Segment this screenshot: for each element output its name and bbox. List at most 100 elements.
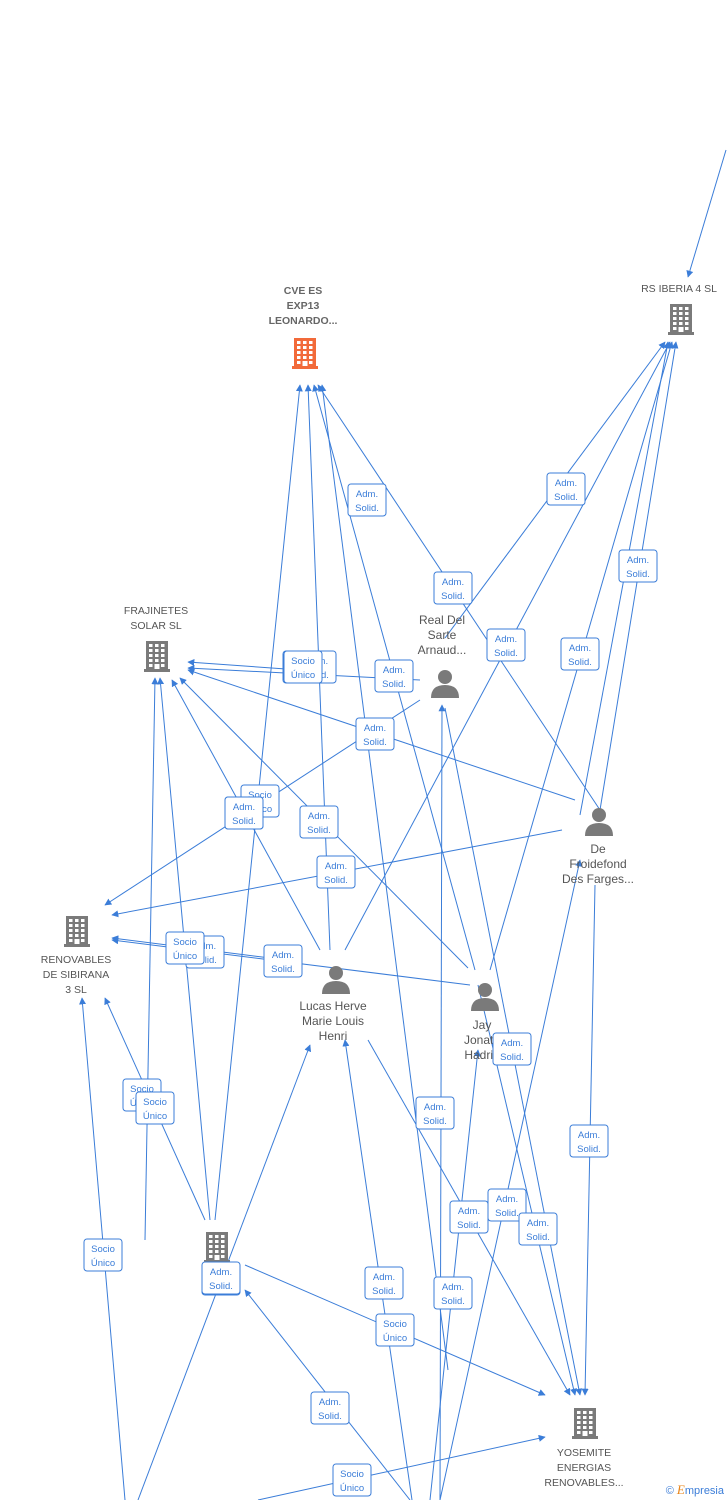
badge-label: Adm. [308,811,330,822]
node-cve-leonardo[interactable]: CVE ES EXP13LEONARDO... [269,285,338,369]
badge-label: Solid. [526,1232,550,1243]
node-label: Des Farges... [562,872,634,886]
relation-badge[interactable]: Adm. Solid. [433,571,473,605]
relation-badge[interactable]: Adm.Solid. [433,1276,473,1310]
badge-label: Adm. [383,665,405,676]
relation-badge[interactable]: Adm. Solid. [374,659,414,693]
relation-badge[interactable]: Adm.Solid. [487,1188,527,1222]
relation-badge[interactable]: Adm. Solid. [299,805,339,839]
node-label: YOSEMITE [557,1447,611,1459]
node-yosemite[interactable]: YOSEMITEENERGIASRENOVABLES... [544,1408,624,1489]
node-rs-iberia[interactable]: RS IBERIA 4 SL [641,283,717,335]
node-label: CVE ES [284,285,323,297]
badge-label: Solid. [554,492,578,503]
relation-badge[interactable]: Adm.Solid. [618,549,658,583]
relation-badge[interactable]: Adm. Solid. [355,717,395,751]
badge-label: Solid. [423,1116,447,1127]
badge-label: Adm. [325,861,347,872]
badge-label: Adm. [373,1272,395,1283]
badge-label: Solid. [363,737,387,748]
badge-label: Adm. [555,478,577,489]
relation-badge[interactable]: Adm.Solid. [518,1212,558,1246]
badge-label: Adm. [458,1206,480,1217]
badge-label: Adm. [233,802,255,813]
node-label: De [590,842,606,856]
badge-label: Adm. [424,1102,446,1113]
relation-badge[interactable]: Adm. Solid. [415,1096,455,1130]
badge-label: Único [143,1111,167,1122]
node-label: Jonath [464,1033,500,1047]
relation-badge[interactable]: Adm. Solid. [449,1200,489,1234]
badge-label: Adm. [569,643,591,654]
relation-badge[interactable]: Adm.Solid. [310,1391,350,1425]
building-icon [292,338,318,369]
badge-label: Solid. [441,591,465,602]
building-icon [204,1232,230,1263]
badge-label: Solid. [209,1281,233,1292]
badge-label: Socio [143,1097,167,1108]
relation-edge [439,859,583,1500]
badge-label: Solid. [500,1052,524,1063]
badge-label: Solid. [495,1208,519,1219]
badge-label: Único [383,1333,407,1344]
node-label: Froidefond [569,857,626,871]
person-icon [431,670,459,698]
badge-label: Solid. [324,875,348,886]
badge-label: Adm. [442,577,464,588]
badge-label: Socio [91,1244,115,1255]
badge-label: Adm. [364,723,386,734]
node-label: Marie Louis [302,1014,364,1028]
badge-label: Solid. [372,1286,396,1297]
node-real-del-sarte[interactable]: Real DelSarteArnaud... [418,613,467,698]
badge-label: Socio [383,1319,407,1330]
relation-edge [686,149,727,278]
badge-label: Adm. [210,1267,232,1278]
node-label: 3 SL [65,984,87,996]
relation-badge[interactable]: Adm.Solid. [347,483,387,517]
relation-edge [257,1434,546,1500]
badge-label: Solid. [382,679,406,690]
badge-label: Solid. [318,1411,342,1422]
relation-badge[interactable]: Adm.Solid. [569,1124,609,1158]
relation-badge[interactable]: Adm. Solid. [546,472,586,506]
relation-badge[interactable]: Adm. Solid. [316,855,356,889]
badge-layer: Adm. Solid. Adm. Solid. Adm. Solid. Adm. Solid.… [83,472,658,1497]
relation-badge[interactable]: Adm. Solid. [224,796,264,830]
badge-label: Único [91,1258,115,1269]
badge-label: Solid. [307,825,331,836]
relation-badge[interactable]: Adm.Solid. [560,637,600,671]
badge-label: Socio [248,790,272,801]
relation-badge[interactable]: Adm.Solid. [486,628,526,662]
badge-label: Solid. [457,1220,481,1231]
relation-badge[interactable]: Adm. Solid. [364,1266,404,1300]
relation-edge [187,658,301,671]
badge-label: Adm. [356,489,378,500]
relation-badge[interactable]: Adm.Solid. [263,944,303,978]
badge-label: Socio [291,656,315,667]
node-label: EXP13 [287,300,320,312]
relation-badge[interactable]: Adm.Solid. [492,1032,532,1066]
node-label: RS IBERIA 4 SL [641,283,717,295]
badge-label: Socio [173,937,197,948]
relation-badge[interactable]: Adm. Solid. [201,1261,241,1295]
node-label: LEONARDO... [269,315,338,327]
badge-label: Solid. [577,1144,601,1155]
badge-label: Solid. [441,1296,465,1307]
badge-label: Solid. [626,569,650,580]
badge-label: Solid. [494,648,518,659]
badge-label: Solid. [232,816,256,827]
badge-label: Solid. [271,964,295,975]
person-icon [585,808,613,836]
node-label: DE SIBIRANA [43,969,110,981]
